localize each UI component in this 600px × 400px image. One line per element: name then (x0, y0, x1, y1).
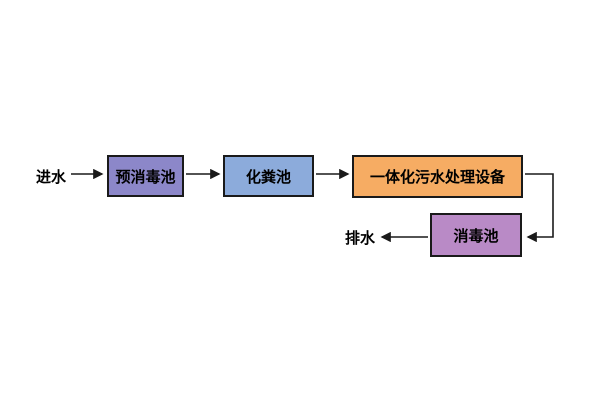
outlet-label: 排水 (345, 229, 376, 247)
node-septic-tank: 化粪池 (223, 155, 314, 197)
node-integrated-sewage-treatment-equipment: 一体化污水处理设备 (352, 155, 523, 198)
arrow-equipment-to-disinfection-tank (525, 173, 554, 243)
node-disinfection-tank: 消毒池 (430, 213, 522, 257)
node-pre-disinfection-tank: 预消毒池 (107, 155, 184, 197)
inlet-label: 进水 (36, 168, 67, 186)
